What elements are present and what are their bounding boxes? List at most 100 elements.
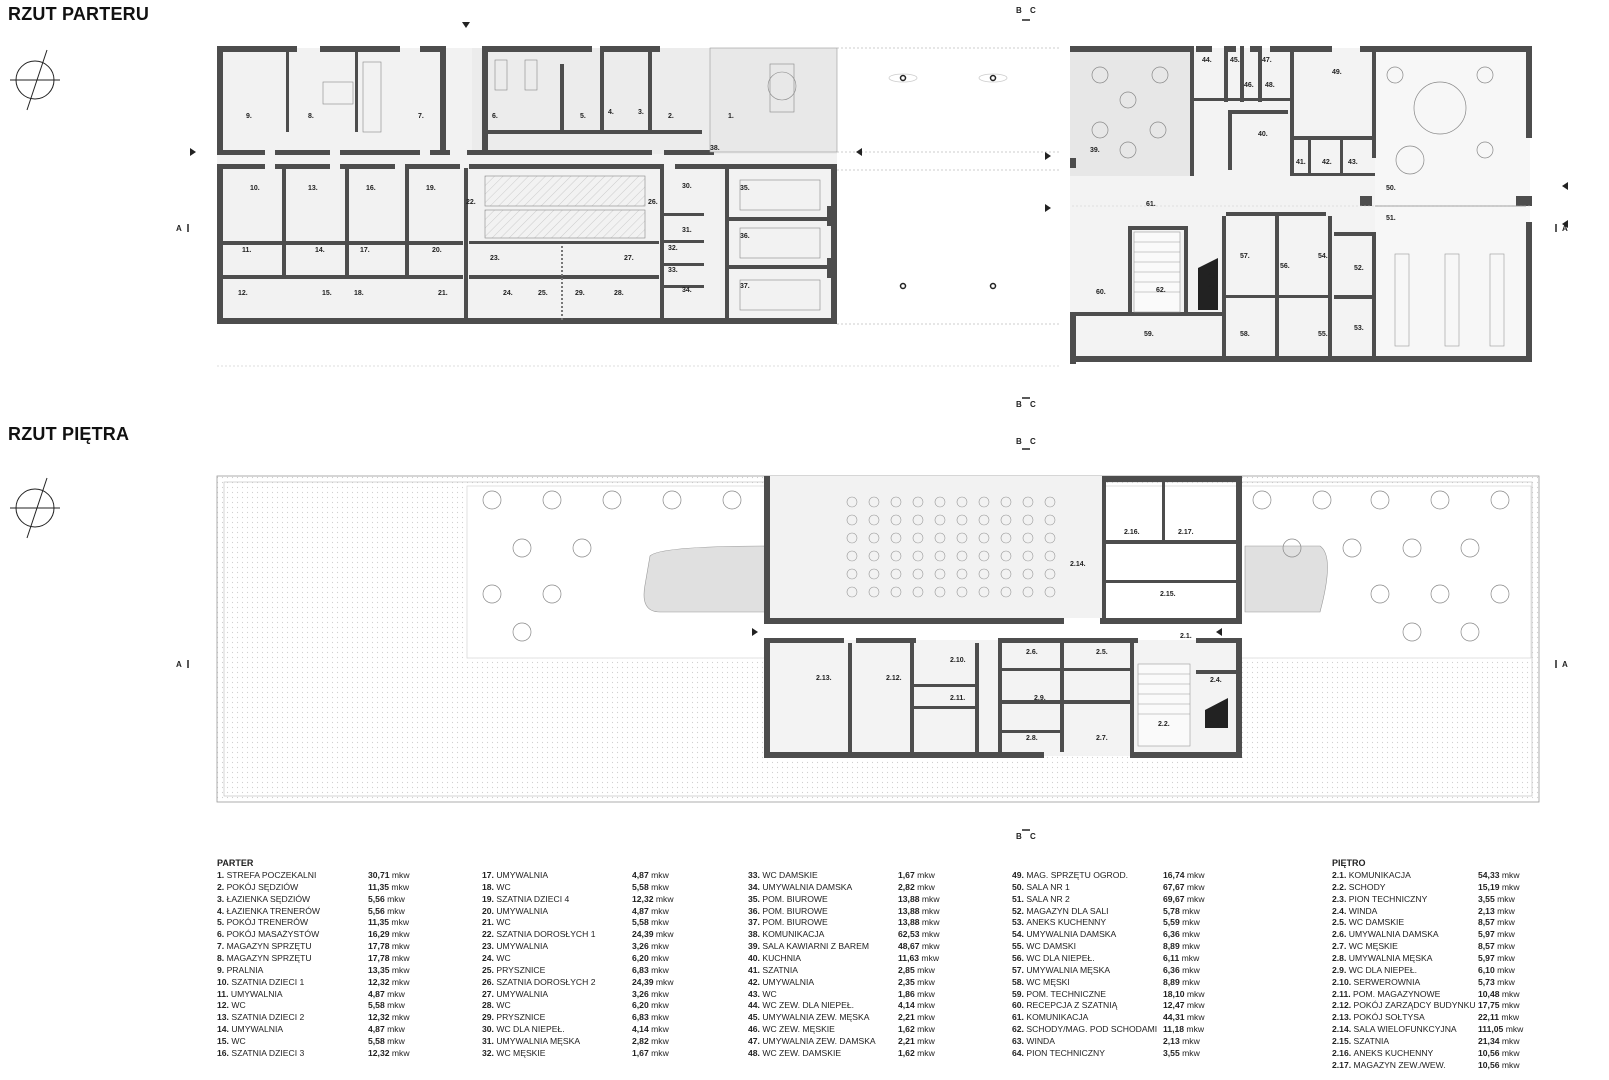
legend-room-entry: 28. WC [482,1000,511,1010]
legend-room-name: WC [496,952,511,963]
room-number-tag: 61. [1146,201,1156,208]
legend-room-number: 59. [1012,988,1027,999]
legend-room-entry: 30. WC DLA NIEPEŁ. [482,1024,565,1034]
legend-room-area: 5,97 mkw [1478,952,1515,963]
legend-room-area: 2,35 mkw [898,976,935,987]
legend-room-area: 12,32 mkw [368,1047,410,1058]
table-mark [1490,490,1510,510]
legend-room-number: 38. [748,929,763,940]
legend-room-number: 61. [1012,1012,1027,1023]
legend-room-area: 5,56 mkw [368,893,405,904]
legend-room-area: 17,78 mkw [368,941,410,952]
legend-room-number: 34. [748,881,763,892]
legend-room-number: 2.5. [1332,917,1349,928]
room-number-tag: 38. [710,145,720,152]
seat-mark [978,532,990,544]
legend-room-entry: 3. ŁAZIENKA SĘDZIÓW [217,894,310,904]
room-number-tag: 2.5. [1096,649,1108,656]
room-number-tag: 2.10. [950,657,966,664]
legend-room-area: 10,56 mkw [1478,1059,1520,1070]
legend-room-entry: 62. SCHODY/MAG. POD SCHODAMI [1012,1024,1157,1034]
legend-room-name: POM. TECHNICZNE [1026,988,1106,999]
legend-room-number: 20. [482,905,497,916]
seat-mark [1000,568,1012,580]
table-mark [662,490,682,510]
seat-mark [890,586,902,598]
legend-room-area: 13,88 mkw [898,893,940,904]
legend-room-area: 1,67 mkw [898,870,935,880]
legend-room-name: POKÓJ SĘDZIÓW [226,881,299,892]
table-mark [1460,622,1480,642]
legend-room-area: 17,78 mkw [368,952,410,963]
legend-room-number: 17. [482,870,497,880]
legend-room-name: UMYWALNIA DAMSKA [762,881,853,892]
legend-room-name: SCHODY [1348,881,1386,892]
legend-room-name: WC DAMSKIE [762,870,818,880]
legend-room-number: 49. [1012,870,1027,880]
legend-room-name: MAGAZYN SPRZĘTU [226,941,312,952]
legend-room-number: 62. [1012,1024,1027,1035]
legend-room-name: KOMUNIKACJA [1026,1012,1089,1023]
legend-room-name: UMYWALNIA ZEW. DAMSKA [762,1035,876,1046]
seat-mark [1000,532,1012,544]
legend-room-name: WINDA [1026,1035,1055,1046]
legend-room-number: 5. [217,917,227,928]
room-number-tag: 64. [1208,285,1218,292]
legend-room-name: POM. BIUROWE [762,917,828,928]
section-mark-c: C [1030,6,1036,15]
legend-room-entry: 2.13. POKÓJ SOŁTYSA [1332,1012,1425,1022]
legend-room-entry: 18. WC [482,882,511,892]
room-number-tag: 55. [1318,331,1328,338]
room-number-tag: 31. [682,227,692,234]
legend-room-area: 4,87 mkw [632,905,669,916]
room-number-tag: 15. [322,290,332,297]
section-mark-b: B [1016,437,1022,446]
seat-mark [868,532,880,544]
seat-mark [956,568,968,580]
seat-mark [912,532,924,544]
legend-room-entry: 2.9. WC DLA NIEPEŁ. [1332,965,1417,975]
legend-room-entry: 61. KOMUNIKACJA [1012,1012,1088,1022]
legend-room-area: 8,57 mkw [1478,941,1515,952]
room-number-tag: 52. [1354,265,1364,272]
legend-room-entry: 25. PRYSZNICE [482,965,545,975]
seat-mark [846,514,858,526]
legend-room-name: WC DLA NIEPEŁ. [496,1024,565,1035]
legend-room-number: 2. [217,881,227,892]
room-number-tag: 28. [614,290,624,297]
legend-room-area: 54,33 mkw [1478,870,1520,880]
legend-room-area: 5,58 mkw [368,1035,405,1046]
room-number-tag: 4. [608,109,614,116]
legend-room-area: 6,83 mkw [632,1012,669,1023]
seat-mark [956,550,968,562]
legend-room-entry: 44. WC ZEW. DLA NIEPEŁ. [748,1000,854,1010]
legend-room-area: 2,13 mkw [1163,1035,1200,1046]
table-mark [572,538,592,558]
seat-mark [1044,568,1056,580]
legend-room-area: 15,19 mkw [1478,881,1520,892]
legend-room-area: 4,87 mkw [368,1024,405,1035]
legend-room-area: 4,14 mkw [632,1024,669,1035]
seat-mark [868,550,880,562]
table-mark [1430,584,1450,604]
legend-room-number: 2.12. [1332,1000,1354,1011]
room-number-tag: 1. [728,113,734,120]
legend-room-number: 53. [1012,917,1027,928]
legend-room-number: 31. [482,1035,497,1046]
legend-room-entry: 2.2. SCHODY [1332,882,1386,892]
legend-room-number: 2.10. [1332,976,1354,987]
legend-room-entry: 54. UMYWALNIA DAMSKA [1012,929,1116,939]
room-number-tag: 2.13. [816,675,832,682]
room-number-tag: 12. [238,290,248,297]
legend-room-area: 8,89 mkw [1163,941,1200,952]
room-number-tag: 42. [1322,159,1332,166]
legend-room-entry: 2.17. MAGAZYN ZEW./WEW. [1332,1060,1446,1070]
legend-room-number: 11. [217,988,231,999]
legend-room-entry: 23. UMYWALNIA [482,941,548,951]
upper-floor-title: RZUT PIĘTRA [8,424,130,444]
legend-room-name: WC [496,881,511,892]
legend-room-number: 25. [482,964,497,975]
legend-room-number: 9. [217,964,227,975]
legend-room-area: 5,58 mkw [368,1000,405,1011]
seat-mark [912,568,924,580]
